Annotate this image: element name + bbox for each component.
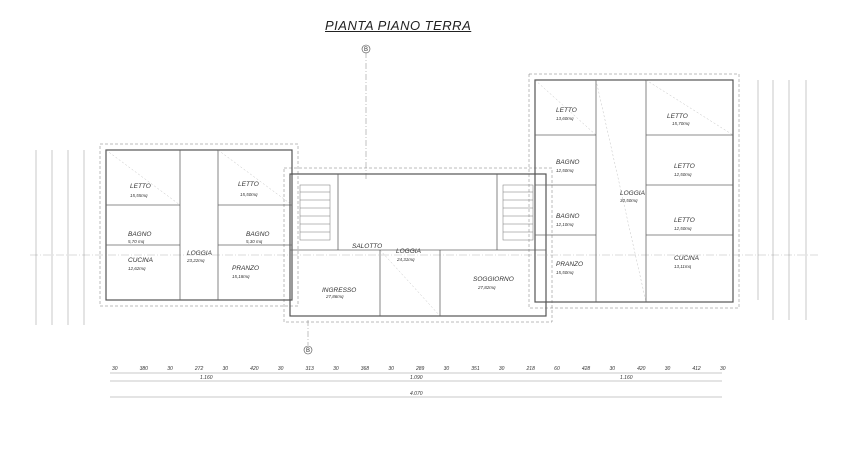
- dimension-value: 60: [554, 366, 560, 372]
- bottom-dimension-totals: 1.160 1.090 1.160 4.070: [200, 375, 633, 397]
- room-label: LETTO: [556, 107, 577, 114]
- room-area: 13,11mq: [674, 264, 692, 269]
- room-area: 5,30 mq: [246, 239, 263, 244]
- dimension-total: 1.160: [620, 375, 633, 381]
- section-label-top: B: [364, 47, 368, 53]
- dimension-value: 30: [167, 366, 173, 372]
- dimension-value: 368: [361, 366, 370, 372]
- dimension-total: 1.090: [410, 375, 423, 381]
- room-label: LETTO: [674, 217, 695, 224]
- room-label: BAGNO: [556, 213, 579, 220]
- west-staircase: [299, 184, 331, 241]
- dimension-value: 30: [278, 366, 284, 372]
- dimension-value: 30: [444, 366, 450, 372]
- room-label: CUCINA: [128, 257, 153, 264]
- bottom-dimension-values: 30 380 30 272 30 420 30 313 30 368 30 289 30 351 30 218…: [112, 366, 726, 372]
- room-area: 12,62mq: [128, 266, 146, 271]
- room-area: 5,70 mq: [128, 239, 145, 244]
- room-label: BAGNO: [246, 231, 269, 238]
- room-area: 27,86mq: [325, 294, 344, 299]
- room-label: PRANZO: [232, 265, 259, 272]
- left-dimension-lines: [35, 150, 85, 325]
- room-area: 24,31mq: [396, 257, 415, 262]
- east-staircase: [502, 184, 534, 241]
- room-area: 13,60mq: [556, 116, 574, 121]
- room-label: LOGGIA: [396, 248, 421, 255]
- room-area: 15,50mq: [556, 270, 574, 275]
- room-label: LOGGIA: [187, 250, 212, 257]
- dimension-value: 30: [499, 366, 505, 372]
- room-label: LETTO: [667, 113, 688, 120]
- room-area: 12,10mq: [556, 222, 574, 227]
- room-label: INGRESSO: [322, 287, 356, 294]
- dimension-value: 30: [609, 366, 615, 372]
- dimension-value: 30: [388, 366, 394, 372]
- room-area: 15,70mq: [672, 121, 690, 126]
- interior-partitions: [106, 80, 733, 316]
- west-wing-eave: [99, 143, 299, 307]
- dimension-value: 420: [637, 366, 646, 372]
- room-labels: LETTO 15,55mq LETTO 15,50mq BAGNO 5,70 m…: [128, 107, 699, 299]
- ceiling-diagonals: [105, 79, 734, 317]
- room-label: BAGNO: [556, 159, 579, 166]
- section-marker-bottom: [303, 345, 313, 355]
- room-area: 15,18mq: [232, 274, 250, 279]
- dimension-value: 30: [665, 366, 671, 372]
- dimension-value: 30: [112, 366, 118, 372]
- room-label: PRANZO: [556, 261, 583, 268]
- room-label: CUCINA: [674, 255, 699, 262]
- dimension-value: 351: [471, 366, 480, 372]
- room-area: 15,55mq: [130, 193, 148, 198]
- section-label-bottom: B: [306, 348, 310, 354]
- dimension-total: 4.070: [410, 391, 423, 397]
- room-area: 12,50mq: [674, 172, 692, 177]
- dimension-total: 1.160: [200, 375, 213, 381]
- room-label: SOGGIORNO: [473, 276, 514, 283]
- dimension-value: 289: [415, 366, 425, 372]
- east-wing-eave: [528, 73, 740, 309]
- bottom-dimension-lines: [110, 372, 722, 398]
- dimension-value: 412: [692, 366, 701, 372]
- central-block-eave: [283, 167, 553, 323]
- room-label: LETTO: [674, 163, 695, 170]
- dimension-value: 420: [250, 366, 259, 372]
- room-area: 15,50mq: [240, 192, 258, 197]
- dimension-value: 428: [582, 366, 591, 372]
- room-label: LETTO: [238, 181, 259, 188]
- right-dimension-lines: [757, 80, 807, 320]
- room-label: LOGGIA: [620, 190, 645, 197]
- east-wing-wall: [534, 79, 734, 303]
- room-area: 12,50mq: [674, 226, 692, 231]
- room-label: LETTO: [130, 183, 151, 190]
- room-area: 12,50mq: [556, 168, 574, 173]
- dimension-value: 30: [720, 366, 726, 372]
- drawing-title: PIANTA PIANO TERRA: [325, 18, 472, 33]
- west-wing-wall: [105, 149, 293, 301]
- dimension-value: 218: [526, 366, 536, 372]
- dimension-value: 313: [305, 366, 314, 372]
- dimension-value: 30: [223, 366, 229, 372]
- section-marker-top: [361, 44, 371, 54]
- room-label: SALOTTO: [352, 243, 382, 250]
- dimension-value: 30: [333, 366, 339, 372]
- room-area: 30,50mq: [620, 198, 638, 203]
- room-area: 27,82mq: [477, 285, 496, 290]
- room-area: 23,22mq: [186, 258, 205, 263]
- dimension-value: 272: [194, 366, 204, 372]
- room-label: BAGNO: [128, 231, 151, 238]
- dimension-value: 380: [140, 366, 149, 372]
